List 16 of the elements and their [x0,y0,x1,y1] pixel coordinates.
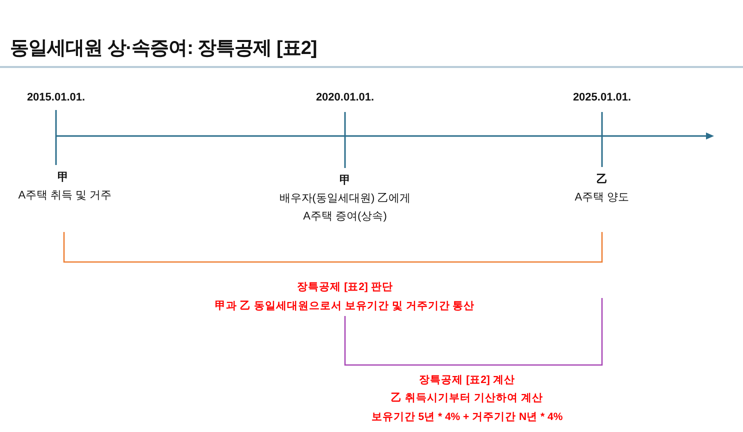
date-label: 2020.01.01. [316,92,374,104]
note-text: 甲과 乙 동일세대원으로서 보유기간 및 거주기간 통산 [215,300,475,312]
page-title: 동일세대원 상·속증여: 장특공제 [표2] [10,37,317,61]
party-label: 乙 [596,174,608,186]
date-label: 2025.01.01. [572,92,632,104]
note-text: 乙 취득시기부터 기산하여 계산 [391,392,543,404]
event-label: A주택 양도 [574,192,630,204]
date-label: 2015.01.01. [26,92,86,104]
note-text: 장특공제 [표2] 판단 [297,280,393,294]
party-label: 甲 [58,172,68,184]
note-text: 보유기간 5년 * 4% + 거주기간 N년 * 4% [371,410,563,424]
note-text: 장특공제 [표2] 계산 [419,374,515,386]
event-label: A주택 취득 및 거주 [18,190,112,202]
event-label: A주택 증여(상속) [303,210,387,224]
event-label: 배우자(동일세대원) 乙에게 [279,192,411,206]
party-label: 甲 [340,174,350,188]
